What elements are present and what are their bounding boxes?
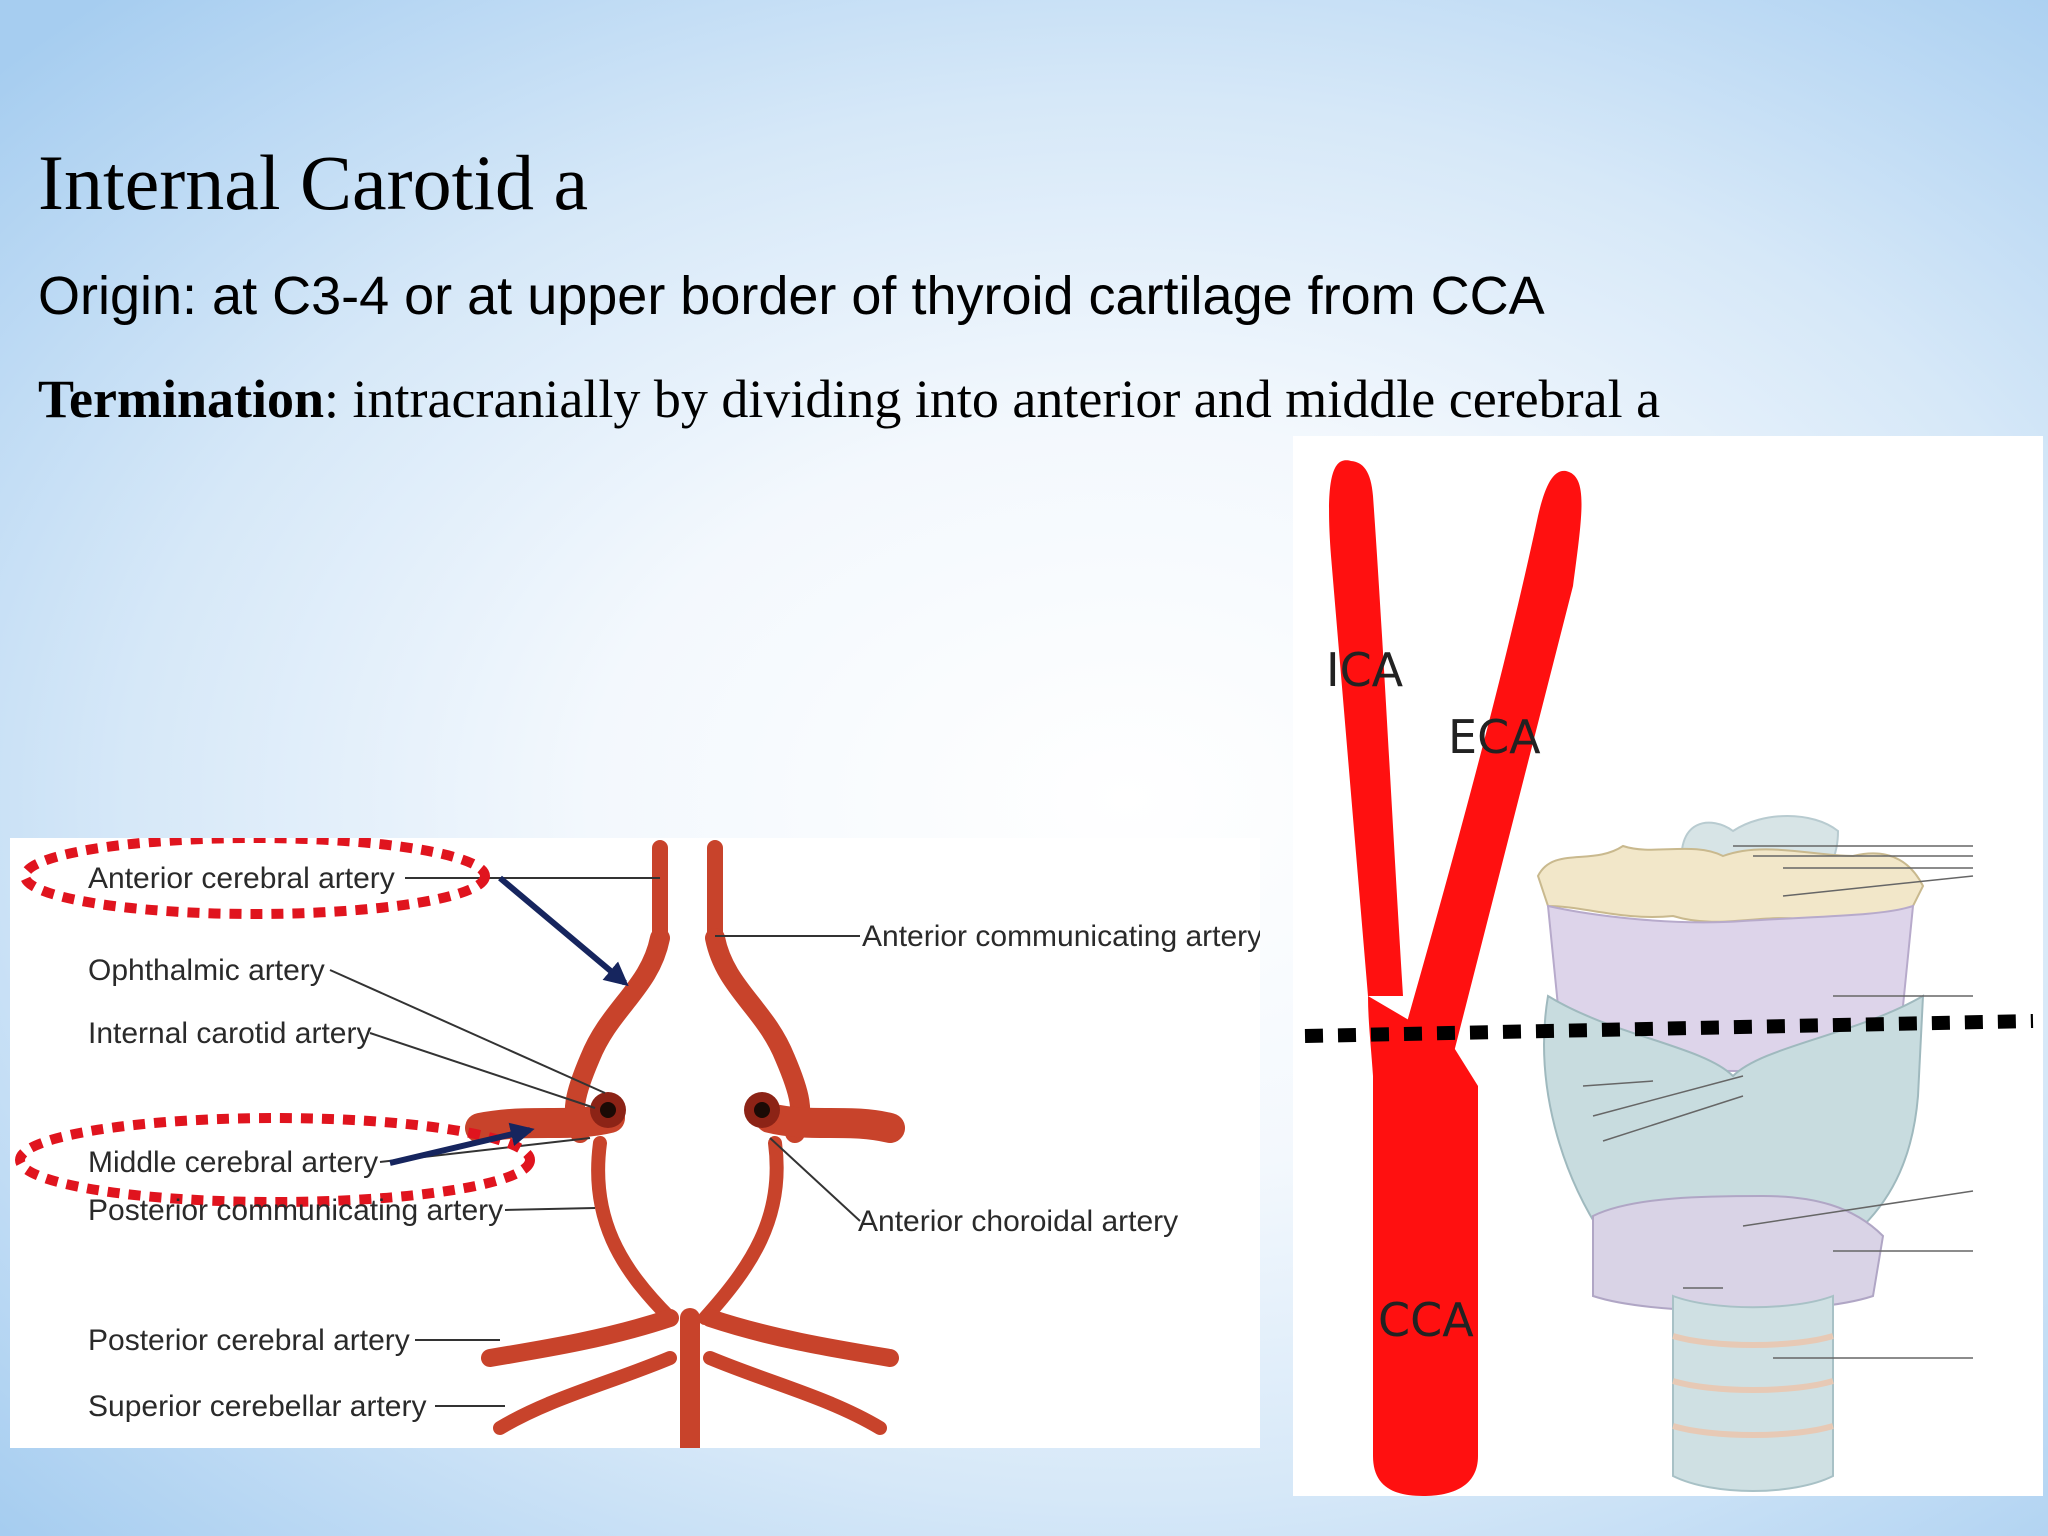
carotid-bifurcation-svg: ICA ECA CCA xyxy=(1304,460,2034,1496)
middle-cerebral-highlight xyxy=(15,1113,535,1207)
thyroid-cartilage-level-line xyxy=(1304,1014,2034,1043)
circle-of-willis-diagram: Anterior cerebral artery Ophthalmic arte… xyxy=(10,838,1260,1448)
internal-carotid-left-lumen-core xyxy=(600,1102,616,1118)
slide-title: Internal Carotid a xyxy=(38,139,589,226)
label-eca: ECA xyxy=(1448,710,1541,764)
carotid-bifurcation-diagram: ICA ECA CCA xyxy=(1293,436,2043,1496)
internal-carotid-right-lumen-core xyxy=(754,1102,770,1118)
termination-label: Termination xyxy=(38,369,325,429)
label-posterior-cerebral-artery: Posterior cerebral artery xyxy=(88,1324,410,1357)
termination-text: Termination: intracranially by dividing … xyxy=(38,368,1660,430)
label-superior-cerebellar-artery: Superior cerebellar artery xyxy=(88,1390,426,1423)
label-anterior-cerebral-artery: Anterior cerebral artery xyxy=(88,862,395,895)
internal-carotid-vessel xyxy=(1329,460,1403,997)
label-ophthalmic-artery: Ophthalmic artery xyxy=(88,954,325,987)
circle-of-willis-svg: Anterior cerebral artery Ophthalmic arte… xyxy=(15,838,1260,1448)
termination-description: : intracranially by dividing into anteri… xyxy=(324,369,1661,429)
label-anterior-communicating-artery: Anterior communicating artery xyxy=(862,920,1260,953)
carotid-vessels xyxy=(1329,460,1582,1496)
anterior-cerebral-highlight xyxy=(20,838,490,919)
artery-network xyxy=(465,840,905,1448)
origin-text: Origin: at C3-4 or at upper border of th… xyxy=(38,266,1545,326)
common-carotid-vessel xyxy=(1368,996,1478,1496)
larynx-illustration xyxy=(1536,815,1925,1492)
label-internal-carotid-artery: Internal carotid artery xyxy=(88,1017,371,1050)
external-carotid-vessel xyxy=(1403,470,1582,1057)
middle-cerebral-arrow xyxy=(389,1122,535,1166)
label-cca: CCA xyxy=(1378,1293,1474,1347)
anterior-cerebral-arrow xyxy=(498,875,629,987)
label-middle-cerebral-artery: Middle cerebral artery xyxy=(88,1146,378,1179)
label-ica: ICA xyxy=(1326,643,1404,697)
label-posterior-communicating-artery: Posterior communicating artery xyxy=(88,1194,503,1227)
larynx-leader-lines xyxy=(1582,845,1974,1359)
label-anterior-choroidal-artery: Anterior choroidal artery xyxy=(858,1205,1178,1238)
